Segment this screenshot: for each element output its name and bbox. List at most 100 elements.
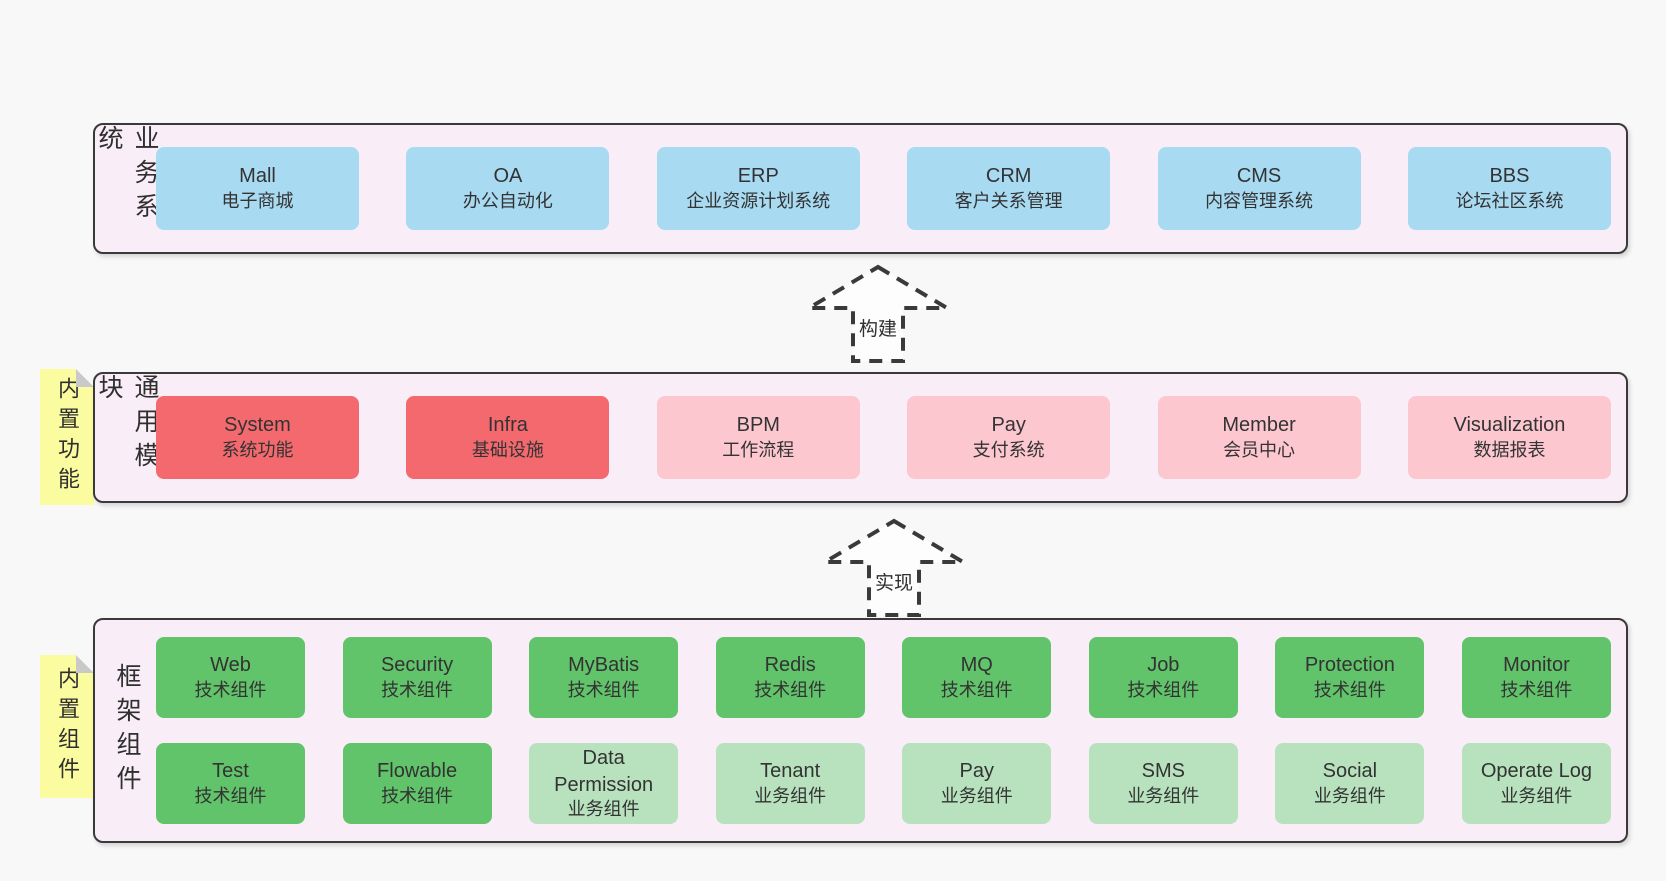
box-data-permission: Data Permission 业务组件 — [529, 743, 679, 824]
box-subtitle: 技术组件 — [1313, 679, 1386, 700]
box-tenant: Tenant 业务组件 — [715, 743, 865, 824]
box-subtitle: 技术组件 — [381, 785, 454, 806]
box-job: Job 技术组件 — [1088, 637, 1238, 718]
components-row-2: Test 技术组件 Flowable 技术组件 Data Permission … — [156, 743, 1611, 824]
build-arrow-label: 构建 — [858, 319, 897, 340]
box-visualization: Visualization 数据报表 — [1407, 396, 1611, 479]
box-title: CMS — [1236, 165, 1282, 188]
box-title: Redis — [764, 654, 816, 677]
box-mall: Mall 电子商城 — [156, 147, 359, 230]
box-title: Member — [1222, 414, 1296, 437]
box-title: Social — [1322, 760, 1378, 783]
box-title: Protection — [1304, 654, 1395, 677]
box-title: Mall — [239, 165, 276, 188]
box-crm: CRM 客户关系管理 — [907, 147, 1111, 230]
box-mq: MQ 技术组件 — [902, 637, 1052, 718]
box-test: Test 技术组件 — [156, 743, 305, 824]
box-title: Security — [380, 654, 454, 677]
box-subtitle: 论坛社区系统 — [1455, 190, 1564, 211]
box-title: Pay — [959, 760, 994, 783]
box-subtitle: 工作流程 — [722, 439, 795, 460]
box-infra: Infra 基础设施 — [406, 396, 610, 479]
box-title: System — [224, 414, 291, 437]
built-in-features-tag: 内置功能 — [40, 369, 94, 505]
box-subtitle: 技术组件 — [567, 679, 640, 700]
implement-arrow: 实现 — [822, 518, 966, 618]
dashed-up-arrow-icon — [806, 264, 950, 363]
box-title: Infra — [487, 414, 528, 437]
box-title: Monitor — [1503, 654, 1570, 677]
box-title: Visualization — [1453, 414, 1566, 437]
common-modules-layer: 通用模块 System 系统功能 Infra 基础设施 BPM 工作流程 Pay… — [93, 372, 1628, 503]
components-rows: Web 技术组件 Security 技术组件 MyBatis 技术组件 Redi… — [156, 620, 1611, 841]
box-subtitle: 基础设施 — [471, 439, 544, 460]
box-title: Job — [1147, 654, 1180, 677]
box-pay-module: Pay 支付系统 — [907, 396, 1111, 479]
box-subtitle: 业务组件 — [1500, 785, 1573, 806]
implement-arrow-label: 实现 — [874, 573, 913, 594]
box-title: Flowable — [377, 760, 458, 783]
box-subtitle: 办公自动化 — [462, 190, 553, 211]
box-subtitle: 会员中心 — [1223, 439, 1296, 460]
business-systems-layer: 业务系统 Mall 电子商城 OA 办公自动化 ERP 企业资源计划系统 CRM… — [93, 123, 1628, 254]
box-title: MQ — [960, 654, 993, 677]
box-subtitle: 技术组件 — [1127, 679, 1200, 700]
tag-label: 内置功能 — [55, 377, 80, 497]
box-security: Security 技术组件 — [342, 637, 492, 718]
tag-label: 内置组件 — [55, 666, 80, 787]
box-oa: OA 办公自动化 — [406, 147, 610, 230]
box-cms: CMS 内容管理系统 — [1157, 147, 1361, 230]
box-erp: ERP 企业资源计划系统 — [656, 147, 860, 230]
box-title: Pay — [991, 414, 1026, 437]
box-subtitle: 企业资源计划系统 — [686, 190, 831, 211]
box-sms: SMS 业务组件 — [1088, 743, 1238, 824]
box-title: MyBatis — [568, 654, 640, 677]
business-layer-label: 业务系统 — [95, 125, 159, 227]
box-redis: Redis 技术组件 — [715, 637, 865, 718]
box-subtitle: 数据报表 — [1473, 439, 1546, 460]
box-subtitle: 技术组件 — [1500, 679, 1573, 700]
box-title: OA — [493, 165, 523, 188]
framework-components-layer: 框架组件 Web 技术组件 Security 技术组件 MyBatis 技术组件… — [93, 618, 1628, 843]
box-protection: Protection 技术组件 — [1275, 637, 1425, 718]
box-title: ERP — [737, 165, 779, 188]
box-title: BBS — [1489, 165, 1530, 188]
box-subtitle: 系统功能 — [221, 439, 294, 460]
dashed-up-arrow-icon — [822, 518, 966, 617]
box-subtitle: 业务组件 — [567, 799, 640, 820]
box-social: Social 业务组件 — [1275, 743, 1425, 824]
box-title: Test — [212, 760, 249, 783]
folded-corner-icon — [76, 655, 94, 673]
box-title: Data Permission — [554, 747, 654, 796]
box-title: CRM — [985, 165, 1032, 188]
components-row-1: Web 技术组件 Security 技术组件 MyBatis 技术组件 Redi… — [156, 637, 1611, 718]
box-subtitle: 业务组件 — [1313, 785, 1386, 806]
box-subtitle: 支付系统 — [972, 439, 1045, 460]
box-subtitle: 电子商城 — [221, 190, 294, 211]
components-layer-label: 框架组件 — [113, 662, 141, 799]
box-mybatis: MyBatis 技术组件 — [529, 637, 679, 718]
box-web: Web 技术组件 — [156, 637, 305, 718]
modules-boxes-row: System 系统功能 Infra 基础设施 BPM 工作流程 Pay 支付系统… — [156, 374, 1611, 501]
box-subtitle: 技术组件 — [940, 679, 1013, 700]
box-title: Web — [210, 654, 251, 677]
box-subtitle: 业务组件 — [754, 785, 827, 806]
box-title: BPM — [736, 414, 780, 437]
box-subtitle: 业务组件 — [1127, 785, 1200, 806]
box-operate-log: Operate Log 业务组件 — [1461, 743, 1611, 824]
box-title: Tenant — [760, 760, 821, 783]
box-subtitle: 技术组件 — [754, 679, 827, 700]
box-monitor: Monitor 技术组件 — [1461, 637, 1611, 718]
business-boxes-row: Mall 电子商城 OA 办公自动化 ERP 企业资源计划系统 CRM 客户关系… — [156, 125, 1611, 252]
box-subtitle: 技术组件 — [194, 679, 267, 700]
built-in-components-tag: 内置组件 — [40, 655, 94, 798]
box-subtitle: 技术组件 — [381, 679, 454, 700]
box-subtitle: 内容管理系统 — [1205, 190, 1314, 211]
modules-layer-label: 通用模块 — [95, 374, 159, 476]
box-subtitle: 客户关系管理 — [954, 190, 1063, 211]
box-title: SMS — [1141, 760, 1185, 783]
box-system: System 系统功能 — [156, 396, 359, 479]
box-title: Operate Log — [1480, 760, 1593, 783]
box-subtitle: 技术组件 — [194, 785, 267, 806]
